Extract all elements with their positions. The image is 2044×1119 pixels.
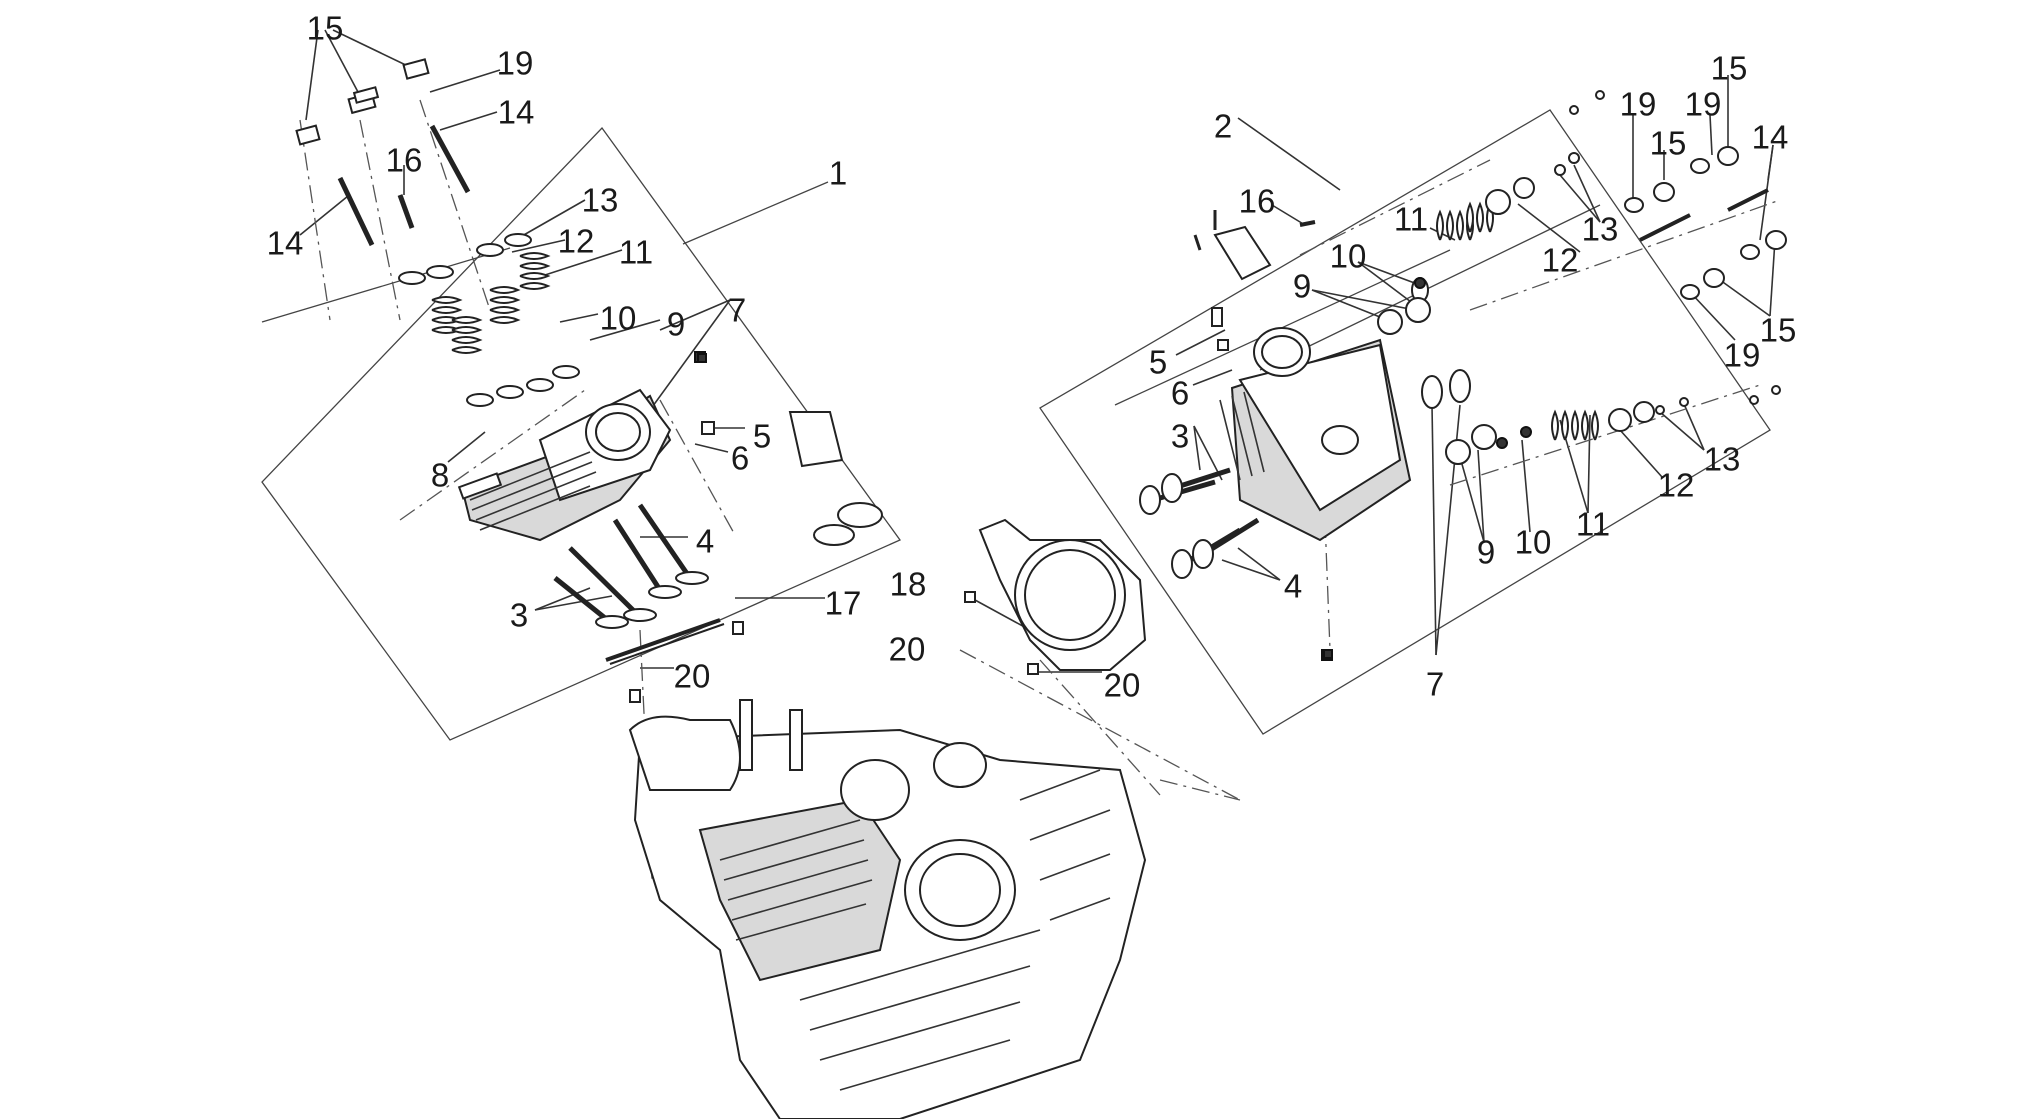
right-lower-springs [1445, 397, 1689, 465]
right-caps-and-washers [1569, 90, 1787, 405]
right-o-rings [1421, 369, 1471, 409]
marker-squares [697, 353, 1333, 659]
callout-label-8: 8 [431, 457, 449, 494]
callout-label-4: 4 [1284, 568, 1302, 605]
callout-label-15: 15 [1650, 125, 1687, 162]
callout-label-11: 11 [619, 234, 653, 271]
callout-label-12: 12 [558, 223, 595, 260]
callout-label-11: 11 [1576, 506, 1610, 543]
callout-label-4: 4 [696, 523, 714, 560]
left-valve-caps [295, 58, 430, 146]
callout-label-5: 5 [1149, 344, 1167, 381]
callout-label-6: 6 [1171, 375, 1189, 412]
callout-label-20: 20 [889, 631, 926, 668]
right-upper-springs [1377, 152, 1580, 335]
center-cylinder-gasket [964, 518, 1147, 675]
callout-label-12: 12 [1658, 467, 1695, 504]
callout-label-14: 14 [1752, 119, 1789, 156]
callout-label-16: 16 [386, 142, 423, 179]
callout-label-1: 1 [829, 155, 847, 192]
callout-label-19: 19 [497, 45, 534, 82]
callout-label-14: 14 [498, 94, 535, 131]
callout-label-19: 19 [1724, 337, 1761, 374]
left-valves [553, 503, 709, 629]
callout-label-10: 10 [1515, 524, 1552, 561]
left-head-gasket [605, 618, 725, 665]
callout-label-5: 5 [753, 418, 771, 455]
callout-label-2: 2 [1214, 108, 1232, 145]
left-valve-springs [431, 252, 551, 354]
callout-label-18: 18 [890, 566, 927, 603]
left-small-parts [629, 351, 883, 703]
callout-label-15: 15 [1760, 312, 1797, 349]
callout-label-13: 13 [582, 182, 619, 219]
left-assembly-frame [261, 126, 901, 741]
left-spring-retainers [398, 233, 580, 407]
callout-label-9: 9 [1477, 534, 1495, 571]
callout-label-15: 15 [307, 10, 344, 47]
callout-label-20: 20 [1104, 667, 1141, 704]
callout-label-9: 9 [1293, 268, 1311, 305]
callout-label-13: 13 [1582, 211, 1619, 248]
callout-label-12: 12 [1542, 242, 1579, 279]
leader-lines [299, 29, 1776, 673]
callout-label-15: 15 [1711, 50, 1748, 87]
callout-label-9: 9 [667, 306, 685, 343]
callout-label-19: 19 [1620, 86, 1657, 123]
callout-label-11: 11 [1394, 201, 1428, 238]
callout-label-7: 7 [728, 292, 746, 329]
left-head-studs [337, 124, 471, 247]
callout-label-16: 16 [1239, 183, 1276, 220]
right-cylinder-head [1219, 327, 1412, 542]
callout-label-3: 3 [1171, 418, 1189, 455]
engine-crankcase [628, 699, 1147, 1119]
left-cylinder-head [457, 388, 672, 542]
callout-label-10: 10 [600, 300, 637, 337]
callout-label-10: 10 [1330, 238, 1367, 275]
callout-label-17: 17 [825, 585, 862, 622]
right-valves [1139, 467, 1260, 579]
callout-label-14: 14 [267, 225, 304, 262]
callout-label-19: 19 [1685, 86, 1722, 123]
right-rocker-cover-plate [1193, 210, 1316, 281]
callout-label-3: 3 [510, 597, 528, 634]
callout-label-13: 13 [1704, 441, 1741, 478]
callout-label-6: 6 [731, 440, 749, 477]
callout-label-7: 7 [1426, 666, 1444, 703]
callout-label-20: 20 [674, 658, 711, 695]
